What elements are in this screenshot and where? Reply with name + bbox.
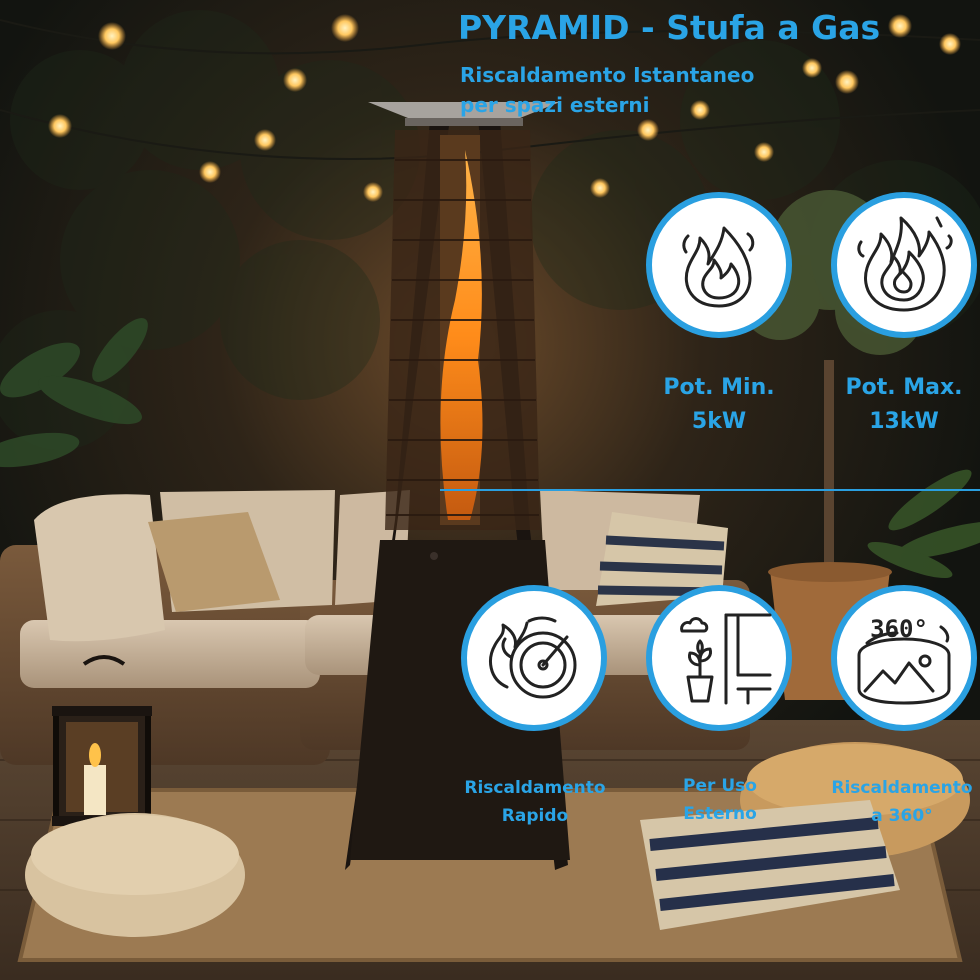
outdoor-plant-icon	[680, 613, 772, 705]
subtitle-line-1: Riscaldamento Istantaneo	[460, 63, 755, 87]
360-heating-subtitle: a 360°	[871, 806, 933, 826]
min-power-title: Pot. Min.	[663, 375, 775, 400]
min-power-value: 5kW	[691, 409, 747, 434]
max-power-value: 13kW	[869, 409, 939, 434]
rapid-heating-subtitle: Rapido	[501, 806, 569, 826]
big-flame-icon	[857, 216, 953, 312]
min-power-badge	[646, 192, 792, 338]
rapid-heating-label: Riscaldamento Rapido	[445, 774, 625, 830]
outdoor-use-subtitle: Esterno	[683, 804, 757, 824]
panorama-360-icon: 360°	[857, 615, 951, 705]
rapid-heating-title: Riscaldamento	[464, 778, 606, 798]
360-heating-badge: 360°	[831, 585, 977, 731]
gauge-flame-icon	[489, 616, 577, 699]
subtitle-line-2: per spazi esterni	[460, 93, 650, 117]
subtitle: Riscaldamento Istantaneo per spazi ester…	[460, 60, 754, 120]
min-power-label: Pot. Min. 5kW	[646, 371, 792, 439]
360-badge-text: 360°	[870, 615, 928, 643]
360-heating-title: Riscaldamento	[831, 778, 973, 798]
max-power-badge	[831, 192, 977, 338]
max-power-title: Pot. Max.	[845, 375, 963, 400]
page-title: PYRAMID - Stufa a Gas	[458, 8, 881, 47]
rapid-heating-badge	[461, 585, 607, 731]
outdoor-use-label: Per Uso Esterno	[660, 772, 780, 828]
360-heating-label: Riscaldamento a 360°	[824, 774, 980, 830]
flame-icon	[682, 226, 755, 308]
section-divider	[440, 489, 980, 491]
max-power-label: Pot. Max. 13kW	[826, 371, 980, 439]
outdoor-use-title: Per Uso	[683, 776, 757, 796]
outdoor-use-badge	[646, 585, 792, 731]
